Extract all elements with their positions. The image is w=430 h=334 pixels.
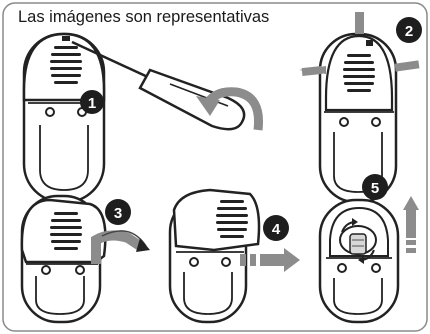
disclaimer-caption: Las imágenes son representativas — [18, 8, 270, 26]
step-5-device — [318, 198, 400, 324]
frame-border — [2, 2, 428, 332]
step-2-device — [318, 32, 398, 204]
rotate-arrow-3 — [91, 230, 150, 264]
step-3-badge: 3 — [105, 199, 131, 225]
step-4-badge: 4 — [263, 215, 289, 241]
svg-text:3: 3 — [114, 205, 122, 222]
rotate-arrow-1 — [196, 87, 264, 131]
lift-arrow-5 — [403, 196, 419, 253]
step-1-badge: 1 — [80, 90, 104, 114]
step-4-device — [168, 188, 261, 324]
screwdriver — [71, 40, 246, 131]
svg-text:2: 2 — [405, 23, 413, 40]
svg-text:5: 5 — [371, 180, 379, 197]
press-arrows-2 — [299, 12, 420, 77]
step-2-badge: 2 — [396, 17, 422, 43]
svg-text:4: 4 — [272, 221, 281, 238]
step-5-badge: 5 — [362, 174, 388, 200]
svg-text:1: 1 — [88, 95, 96, 112]
slide-arrow-4 — [240, 248, 300, 272]
step-1-device — [22, 32, 106, 204]
step-3-device — [20, 194, 107, 324]
